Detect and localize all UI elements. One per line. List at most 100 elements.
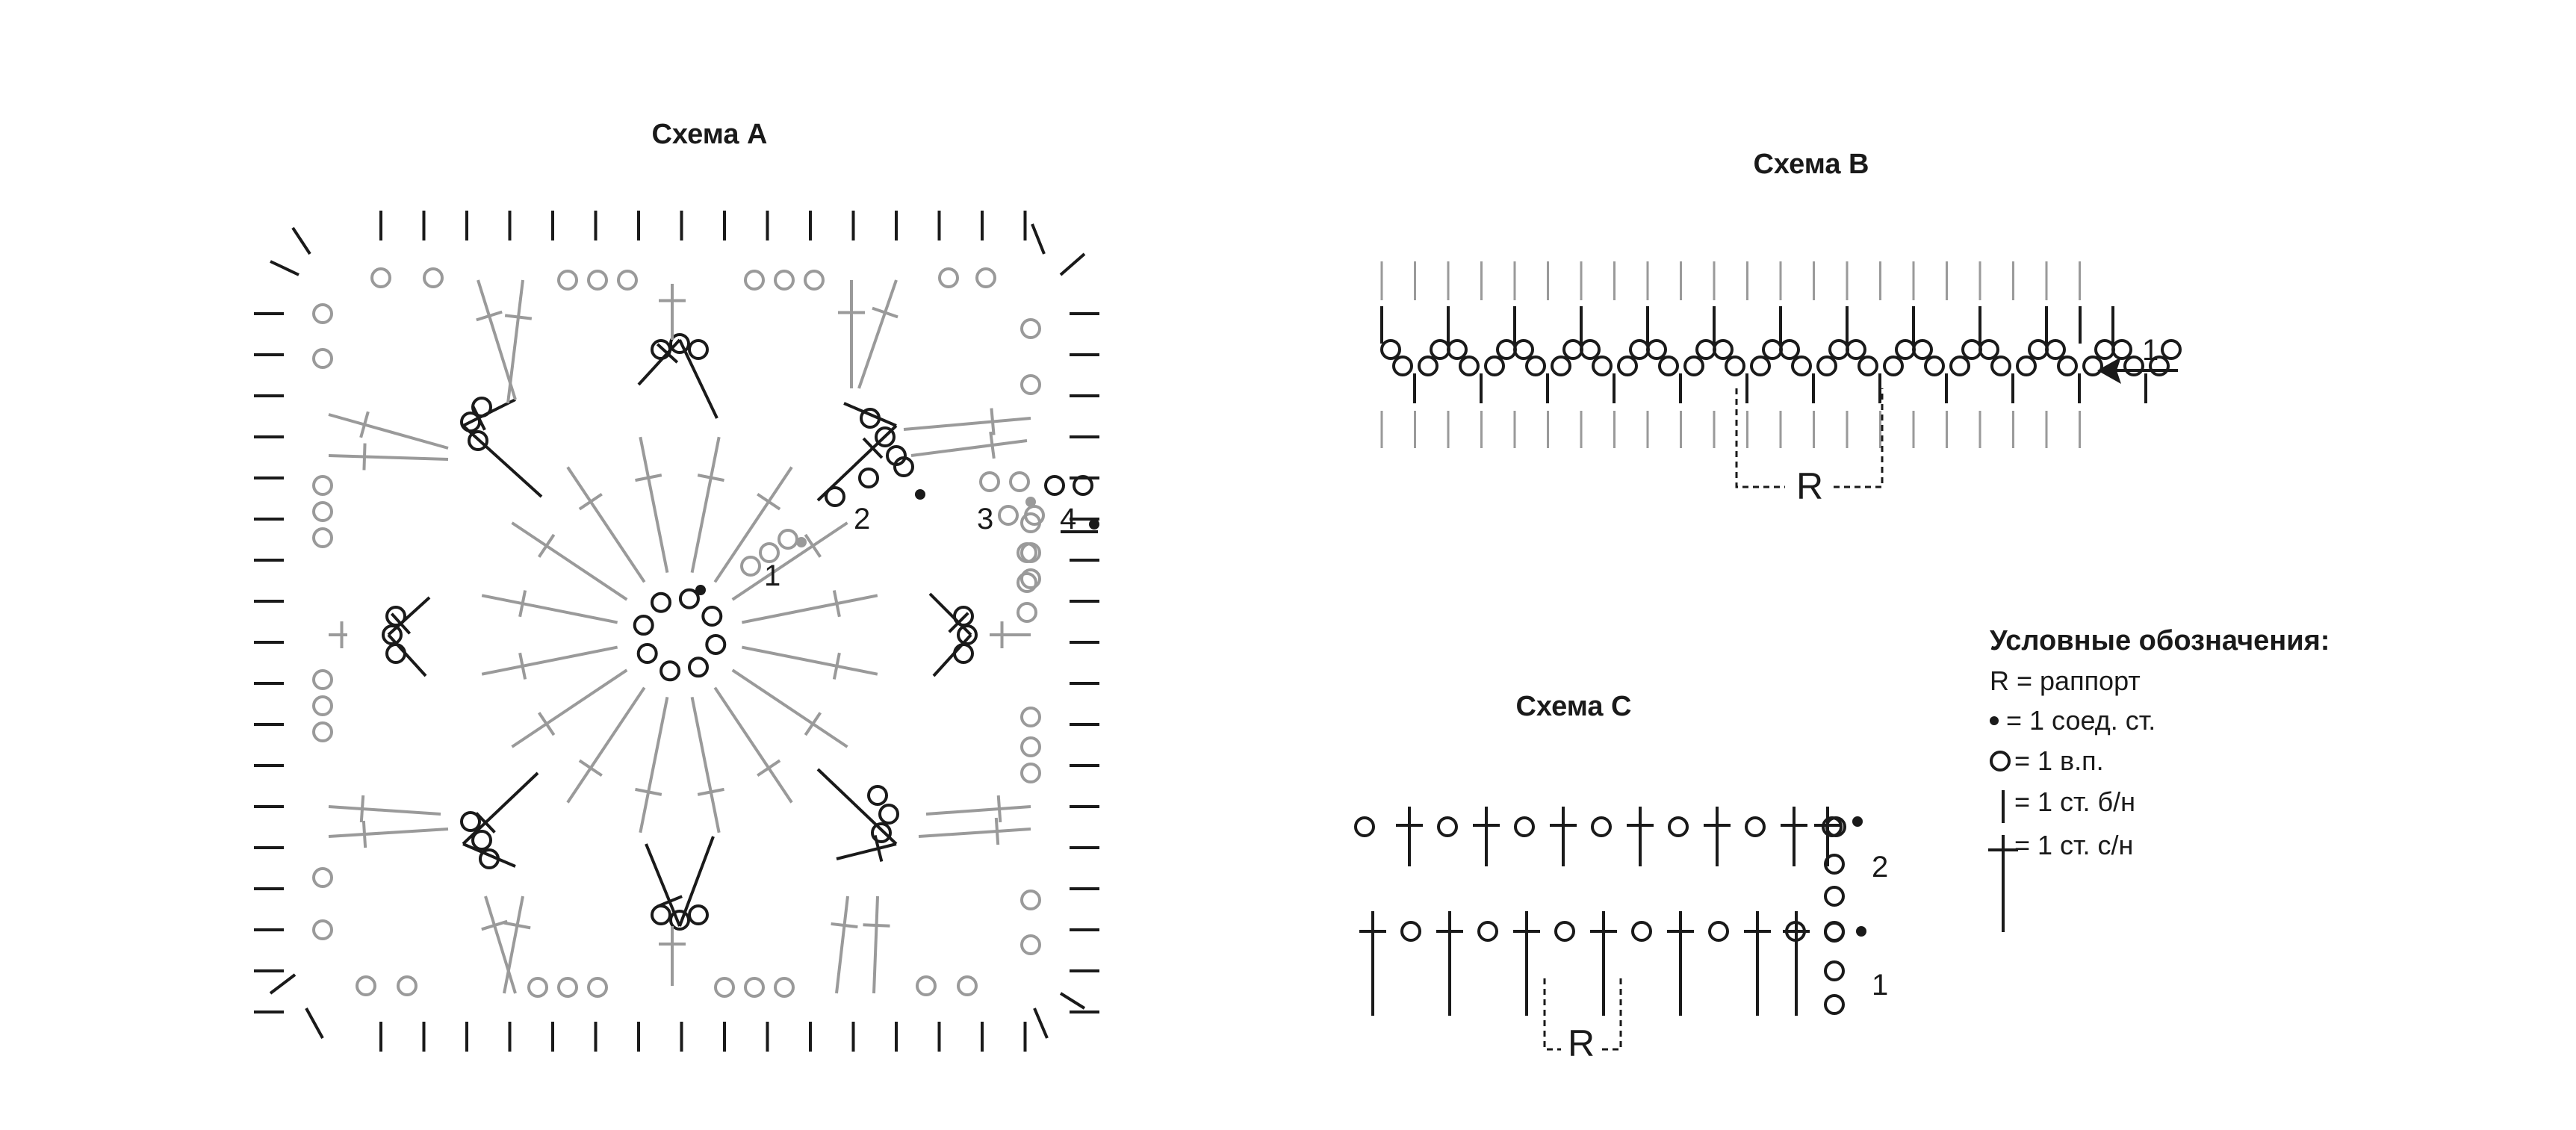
legend-item-repeat: R = раппорт	[1990, 665, 2141, 696]
double-crochet-bar	[361, 820, 367, 848]
corner-stitch	[291, 226, 311, 255]
double-crochet-bar	[832, 590, 841, 618]
chain-stitch	[875, 426, 896, 447]
chain-stitch	[1857, 356, 1878, 376]
chain-stitch	[1912, 339, 1933, 360]
double-crochet	[872, 895, 879, 994]
double-crochet	[918, 828, 1031, 838]
chain-stitch	[651, 339, 671, 360]
chain-stitch	[979, 471, 1000, 492]
diagram-c-repeat-label: R	[1568, 1022, 1595, 1064]
double-crochet	[741, 645, 878, 676]
fan-leg	[678, 339, 719, 419]
fan-leg	[462, 424, 543, 498]
chain-stitch	[356, 975, 376, 996]
double-crochet-bar	[989, 431, 996, 459]
chain-stitch	[312, 527, 333, 548]
chain-stitch	[471, 397, 492, 417]
double-crochet-bar	[359, 795, 365, 823]
chain-stitch	[370, 267, 391, 288]
chain-stitch	[1668, 816, 1689, 837]
chain-stitch	[1020, 568, 1041, 589]
double-crochet	[566, 686, 646, 804]
diagram-c-title: Схема С	[1515, 691, 1631, 722]
chain-stitch	[688, 656, 709, 678]
fan-leg	[387, 633, 427, 677]
diagram-c-row-2: 2	[1872, 851, 1888, 884]
chain-stitch	[916, 975, 937, 996]
double-crochet	[713, 466, 793, 583]
chain-stitch	[858, 468, 879, 488]
chain-stitch	[825, 486, 845, 507]
chain-stitch	[1020, 763, 1041, 783]
double-crochet-bar	[697, 787, 724, 796]
diagram-a-round-1: 1	[764, 559, 780, 592]
fan-leg	[932, 633, 972, 677]
double-crochet	[713, 686, 793, 804]
chain-stitch	[740, 556, 761, 577]
chain-stitch	[1418, 356, 1438, 376]
slip-stitch	[915, 489, 925, 500]
chain-stitch	[651, 592, 671, 613]
legend: Условные обозначения: R = раппорт = 1 со…	[1988, 625, 2330, 932]
slip-stitch	[695, 585, 706, 595]
double-crochet	[925, 805, 1031, 816]
chain-stitch	[1525, 356, 1546, 376]
chain-stitch	[1791, 356, 1812, 376]
chain-stitch	[860, 408, 881, 429]
chain-stitch	[1020, 934, 1041, 955]
chain-stitch	[1354, 816, 1375, 837]
double-crochet-bar	[804, 712, 822, 736]
slip-stitch	[796, 537, 807, 547]
chain-stitch	[471, 830, 492, 851]
chain-stitch	[1816, 356, 1837, 376]
chain-stitch	[312, 919, 333, 940]
diagram-b-row-1: 1	[2142, 334, 2158, 367]
chain-stitch	[1708, 921, 1729, 942]
legend-item-double-crochet: = 1 ст. с/н	[2014, 830, 2133, 860]
double-crochet-bar	[832, 652, 841, 680]
chain-stitch	[312, 695, 333, 716]
chain-stitch	[1978, 339, 1999, 360]
fan-leg	[462, 842, 516, 868]
chain-stitch	[1591, 816, 1612, 837]
double-crochet	[477, 279, 517, 400]
chain-stitch	[774, 270, 795, 291]
double-crochet	[910, 439, 1028, 457]
chain-stitch	[1496, 339, 1517, 360]
chain-stitch	[774, 977, 795, 998]
chain-stitch	[1646, 339, 1667, 360]
double-crochet	[857, 279, 898, 389]
double-crochet-bar	[503, 921, 531, 930]
chain-stitch	[633, 615, 654, 636]
chain-stitch	[1825, 816, 1846, 837]
chain-stitch	[312, 348, 333, 369]
chain-stitch	[953, 643, 974, 664]
chain-stitch	[2028, 339, 2049, 360]
double-crochet	[328, 805, 441, 816]
double-crochet-bar	[359, 411, 370, 438]
chain-stitch	[1824, 960, 1845, 981]
chain-stitch	[557, 270, 578, 291]
chain-stitch	[1961, 339, 1982, 360]
chain-stitch	[1562, 339, 1583, 360]
chain-stitch	[867, 785, 888, 806]
double-crochet	[639, 436, 669, 574]
chain-stitch	[778, 529, 798, 550]
row-arrow-head	[2097, 357, 2121, 384]
chain-stitch	[669, 910, 690, 931]
chain-stitch	[1658, 356, 1679, 376]
chain-stitch	[878, 804, 899, 825]
chain-stitch	[678, 588, 700, 609]
diagram-b-chart	[1380, 261, 2182, 488]
chain-stitch	[527, 977, 548, 998]
chain-stitch	[1617, 356, 1638, 376]
chain-stitch	[957, 975, 978, 996]
chain-stitch	[1380, 339, 1401, 360]
chain-stitch	[1762, 339, 1783, 360]
chain-stitch	[1713, 339, 1734, 360]
chain-stitch	[701, 606, 723, 627]
chain-stitch	[1392, 356, 1413, 376]
chain-stitch	[312, 867, 333, 888]
